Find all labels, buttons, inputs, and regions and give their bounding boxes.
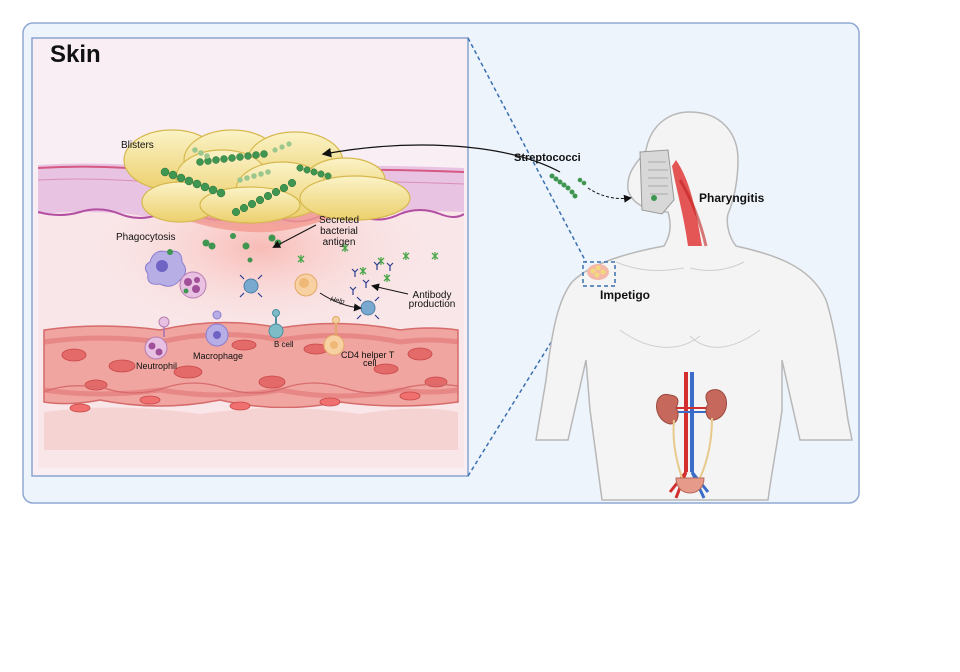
- label-blisters: Blisters: [121, 140, 154, 151]
- label-help: Help: [330, 296, 346, 306]
- streptococci-chain: [549, 173, 587, 199]
- label-secreted-1: Secreted: [319, 215, 359, 226]
- label-phagocytosis: Phagocytosis: [116, 232, 175, 243]
- label-b-cell: B cell: [274, 340, 294, 349]
- label-antibody-2: production: [409, 299, 456, 310]
- antigen-arrow: [272, 224, 317, 248]
- macrophage-vessel: [205, 310, 229, 347]
- label-cd4-1: CD4 helper T: [341, 350, 395, 360]
- neutrophil-dermis: [179, 271, 207, 299]
- b-cell-vessel: [268, 309, 284, 339]
- body-contours: [615, 261, 761, 348]
- zoom-connector-bottom: [467, 285, 587, 477]
- pharynx: [639, 149, 708, 247]
- b-cell-dermis: [356, 296, 380, 320]
- cd4-cell-vessel: [323, 316, 345, 356]
- blood-vessel: [43, 321, 459, 450]
- label-neutrophil: Neutrophil: [136, 361, 177, 371]
- label-secreted-3: antigen: [323, 237, 356, 248]
- help-arrow: [319, 292, 362, 312]
- dendritic-cell: [239, 274, 263, 298]
- label-streptococci: Streptococci: [514, 152, 581, 164]
- streptococci-to-throat-arrow: [587, 187, 632, 203]
- streptococci-to-skin-arrow: [321, 144, 561, 173]
- antibodies: [349, 261, 394, 295]
- impetigo-lesion: [587, 264, 609, 280]
- label-pharyngitis: Pharyngitis: [699, 191, 765, 205]
- label-antibody-1: Antibody: [413, 290, 452, 301]
- label-secreted-2: bacterial: [320, 226, 358, 237]
- panel-title: Skin: [50, 41, 101, 68]
- t-cell-dermis: [294, 273, 318, 297]
- label-cd4-2: cell: [363, 358, 377, 368]
- label-impetigo: Impetigo: [600, 288, 650, 302]
- secreted-antigens: [297, 244, 439, 282]
- bacteria-chains-light: [192, 141, 292, 183]
- urinary-tract: [656, 372, 727, 499]
- label-macrophage: Macrophage: [193, 351, 243, 361]
- macrophage-dermis: [144, 249, 186, 287]
- antibody-arrow: [371, 283, 409, 295]
- impetigo-box: [582, 261, 616, 287]
- bacteria-chains: [160, 150, 332, 217]
- neutrophil-vessel: [144, 316, 170, 360]
- zoom-connector-top: [467, 37, 587, 263]
